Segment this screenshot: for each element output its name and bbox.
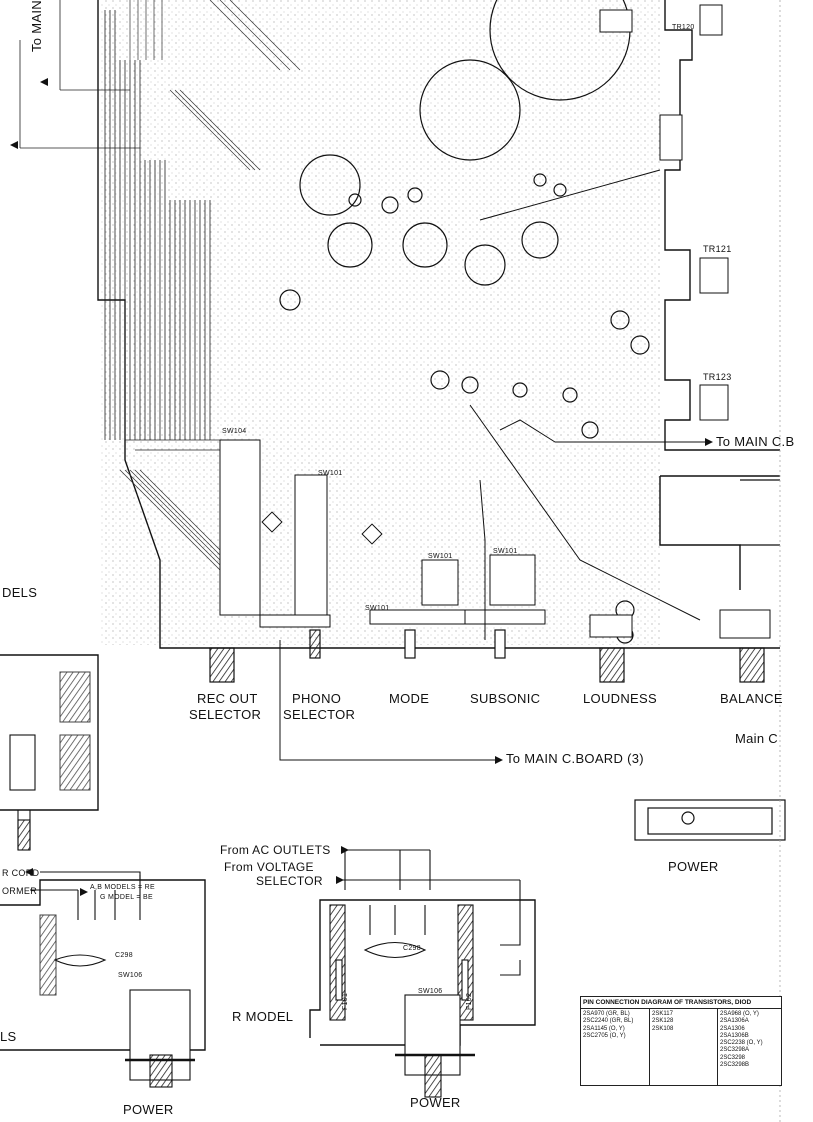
tr123-label: TR123 xyxy=(703,372,732,382)
to-main-cboard3-label: To MAIN C.BOARD (3) xyxy=(506,751,644,766)
bus-lines xyxy=(19,0,235,451)
models-label: DELS xyxy=(2,585,38,600)
pin-connection-table: PIN CONNECTION DIAGRAM OF TRANSISTORS, D… xyxy=(580,996,782,1086)
pin-table-entry: 2SA1306B xyxy=(720,1032,749,1039)
power-right-label: POWER xyxy=(668,859,719,874)
pin-table-entry: 2SC3298B xyxy=(720,1062,750,1069)
to-main-c-label: To MAIN C xyxy=(29,0,44,52)
pin-table-entry: 2SC3298A xyxy=(720,1047,750,1054)
rec-out-selector-label: SELECTOR xyxy=(189,707,262,722)
former-label: ORMER xyxy=(2,886,37,896)
rec-out-label: REC OUT xyxy=(197,691,258,706)
pin-table-entry: 2SC3298 xyxy=(720,1054,746,1061)
sw104-label: SW104 xyxy=(222,428,247,435)
f102-label: F102 xyxy=(466,992,473,1010)
r-cord-label: R CORD xyxy=(2,868,40,878)
power-bottom-mid-label: POWER xyxy=(410,1095,461,1110)
r-model-label: R MODEL xyxy=(232,1009,294,1024)
main-c-label: Main C xyxy=(735,731,778,746)
g-model-label: G MODEL = BE xyxy=(100,894,153,901)
pin-table-entry: 2SA1306A xyxy=(720,1018,749,1025)
pin-table-entry: 2SA1145 (O, Y) xyxy=(583,1025,625,1032)
pin-table-col-1: 2SA970 (GR, BL)2SC2240 (GR, BL)2SA1145 (… xyxy=(583,1011,633,1040)
power-bottom-left-label: POWER xyxy=(123,1102,174,1117)
pin-table-entry: 2SK108 xyxy=(652,1025,674,1032)
sw106-label-b: SW106 xyxy=(418,988,443,995)
ls-label: LS xyxy=(0,1029,17,1044)
balance-label: BALANCE xyxy=(720,691,783,706)
shaft-connectors xyxy=(209,629,765,683)
sw101-label-d: SW101 xyxy=(318,470,343,477)
pin-table-entry: 2SC2240 (GR, BL) xyxy=(583,1018,634,1025)
pin-table-title: PIN CONNECTION DIAGRAM OF TRANSISTORS, D… xyxy=(583,999,752,1006)
c298-label-a: C298 xyxy=(115,952,133,959)
mode-label: MODE xyxy=(389,691,430,706)
to-main-cb-label: To MAIN C.B xyxy=(716,434,795,449)
tr120-label: TR120 xyxy=(672,24,695,31)
sw101-label-c: SW101 xyxy=(493,548,518,555)
pin-table-entry: 2SK117 xyxy=(652,1011,673,1017)
pin-table-entry: 2SK128 xyxy=(652,1018,674,1025)
f101-label: F101 xyxy=(342,992,349,1010)
pin-table-entry: 2SC2238 (O, Y) xyxy=(720,1040,763,1047)
voltage-selector-label: SELECTOR xyxy=(256,874,323,888)
sw106-label-a: SW106 xyxy=(118,972,143,979)
from-ac-label: From AC OUTLETS xyxy=(220,843,331,857)
phono-label: PHONO xyxy=(292,691,342,706)
pin-table-entry: 2SA968 (O, Y) xyxy=(720,1011,759,1017)
ab-models-label: A,B MODELS = RE xyxy=(90,884,155,891)
pin-table-entry: 2SA1306 xyxy=(720,1025,745,1032)
pin-table-entry: 2SC2705 (O, Y) xyxy=(583,1032,626,1039)
loudness-label: LOUDNESS xyxy=(583,691,657,706)
sw101-label-b: SW101 xyxy=(428,553,453,560)
from-voltage-label: From VOLTAGE xyxy=(224,860,314,874)
subsonic-label: SUBSONIC xyxy=(470,691,541,706)
pin-table-entry: 2SA970 (GR, BL) xyxy=(583,1011,630,1017)
tr121-label: TR121 xyxy=(703,244,732,254)
phono-selector-label: SELECTOR xyxy=(283,707,356,722)
sw101-label-a: SW101 xyxy=(365,605,390,612)
c298-label-b: C298 xyxy=(403,945,421,952)
